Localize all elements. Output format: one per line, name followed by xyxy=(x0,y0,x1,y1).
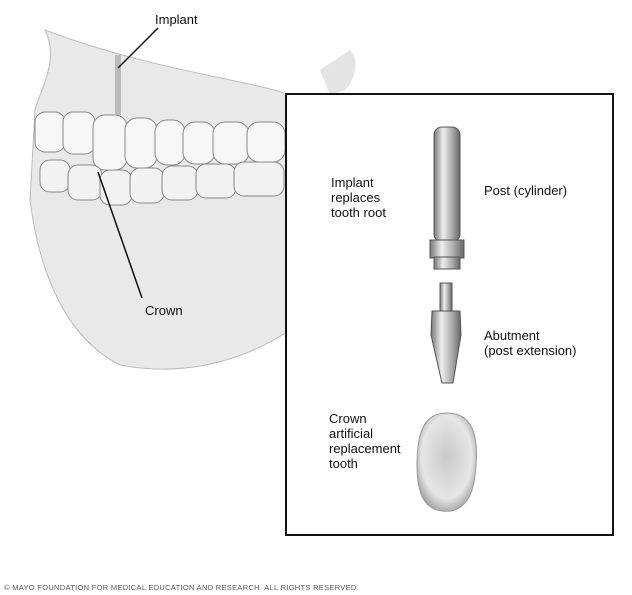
implant-leader-line xyxy=(117,27,159,69)
implant-components-inset: Implant replaces tooth root Post (cylind… xyxy=(285,93,614,536)
post-label: Post (cylinder) xyxy=(484,183,568,198)
line: tooth xyxy=(329,456,358,471)
line: tooth root xyxy=(331,205,386,220)
implant-in-jaw xyxy=(115,55,121,115)
line: replaces xyxy=(331,190,381,205)
abutment-image xyxy=(430,282,462,384)
crown-image xyxy=(416,412,478,512)
implant-label: Implant xyxy=(155,12,198,27)
lower-teeth xyxy=(39,159,285,206)
upper-teeth xyxy=(34,111,286,171)
implant-description: Implant replaces tooth root xyxy=(331,175,386,220)
line: artificial xyxy=(329,426,374,441)
post-cylinder-image xyxy=(429,126,465,270)
crown-label: Crown xyxy=(145,303,183,318)
copyright-notice: © MAYO FOUNDATION FOR MEDICAL EDUCATION … xyxy=(4,583,359,592)
crown-leader-line xyxy=(97,171,143,299)
crown-description: Crown artificial replacement tooth xyxy=(329,411,401,471)
line: Implant xyxy=(331,175,374,190)
line: (post extension) xyxy=(484,343,577,358)
line: replacement xyxy=(329,441,401,456)
abutment-label: Abutment (post extension) xyxy=(484,328,577,358)
line: Crown xyxy=(329,411,367,426)
line: Abutment xyxy=(484,328,540,343)
jaw xyxy=(29,27,356,370)
